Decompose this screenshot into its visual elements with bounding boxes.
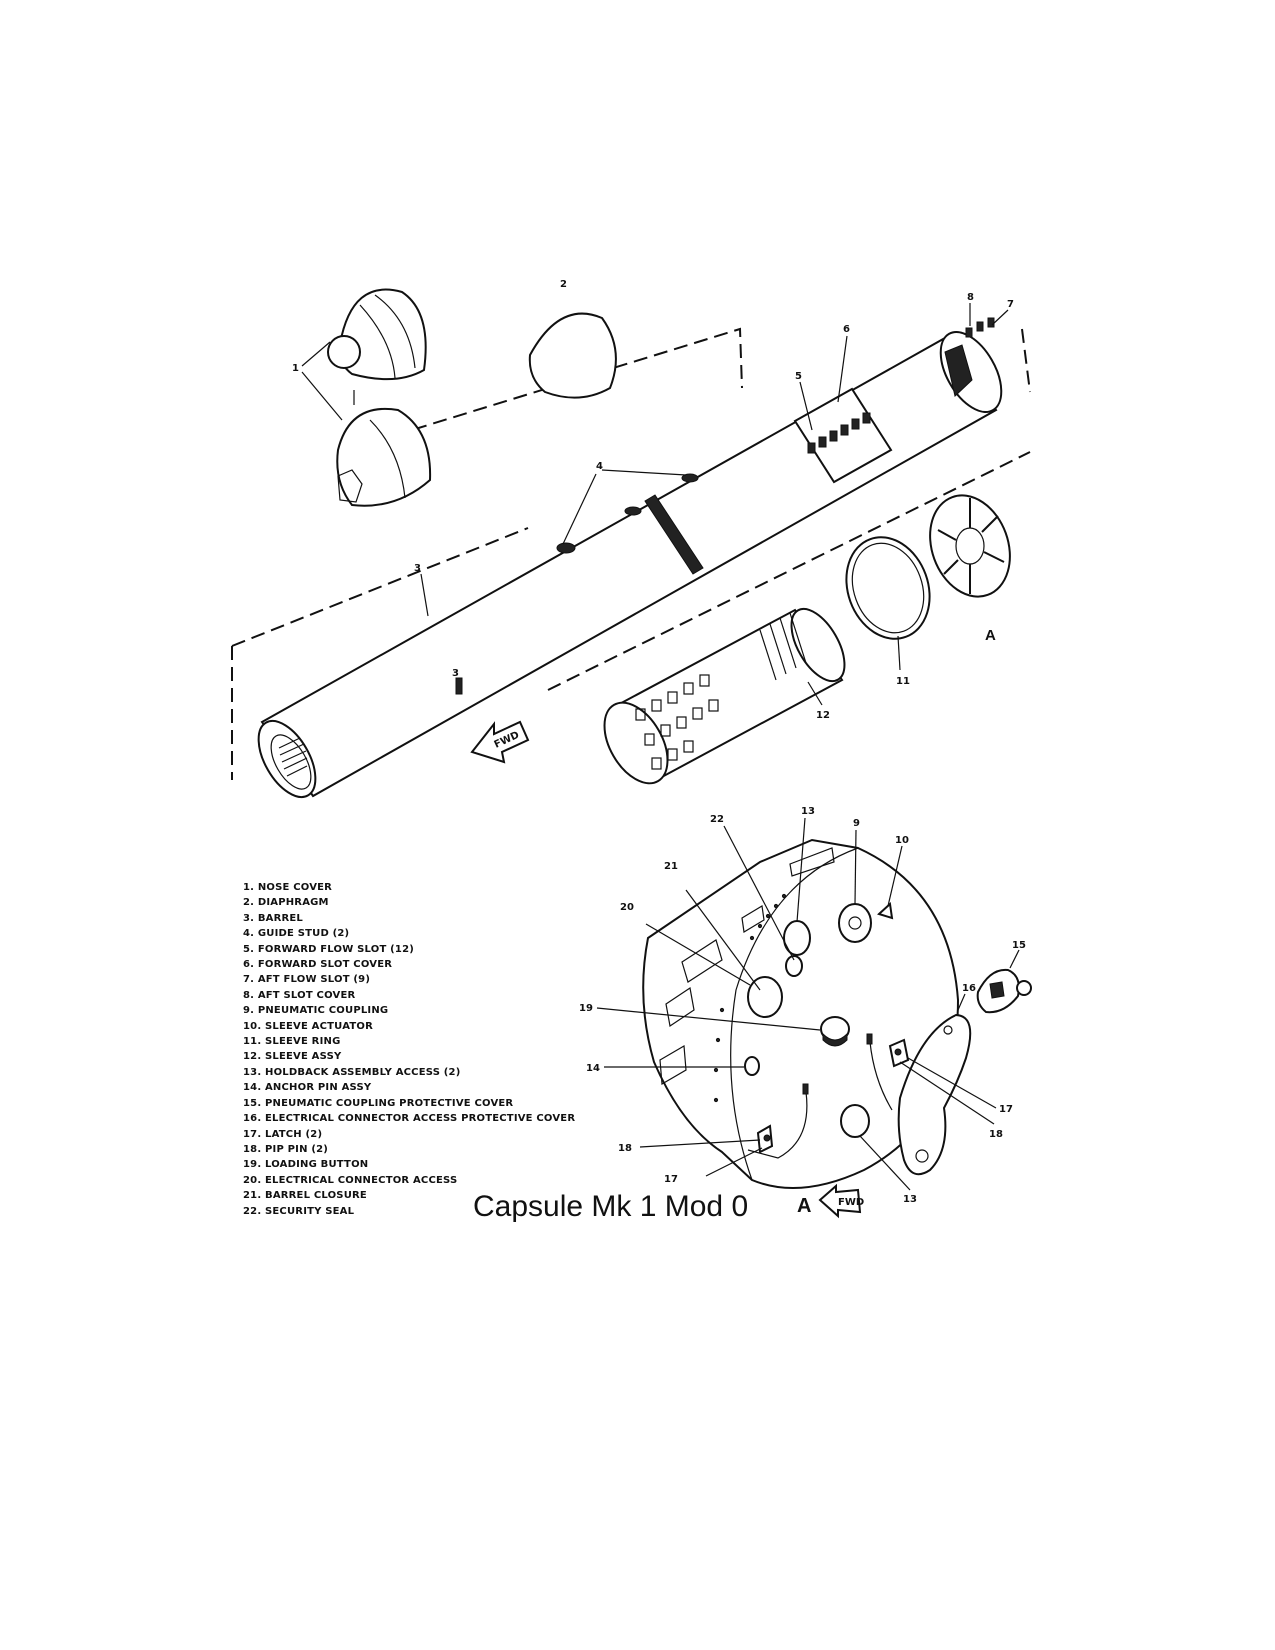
callout-13-lower: 13 — [903, 1194, 917, 1205]
callout-8: 8 — [967, 292, 974, 303]
callout-9: 9 — [853, 818, 860, 829]
callout-5: 5 — [795, 371, 802, 382]
legend-item: 10. SLEEVE ACTUATOR — [243, 1020, 373, 1032]
legend-item: 20. ELECTRICAL CONNECTOR ACCESS — [243, 1174, 458, 1186]
callout-21: 21 — [664, 861, 678, 872]
legend-item: 2. DIAPHRAGM — [243, 897, 329, 909]
legend-item: 16. ELECTRICAL CONNECTOR ACCESS PROTECTI… — [243, 1113, 576, 1125]
legend-item: 15. PNEUMATIC COUPLING PROTECTIVE COVER — [243, 1097, 514, 1109]
lower-callouts: 22 13 9 10 21 20 19 14 15 16 17 18 18 17… — [579, 806, 1026, 1205]
legend-item: 11. SLEEVE RING — [243, 1036, 341, 1048]
assembly-guide-lines — [231, 327, 1031, 780]
forward-direction-arrow — [470, 720, 530, 764]
legend-item: 6. FORWARD SLOT COVER — [243, 959, 393, 971]
callout-4: 4 — [596, 461, 603, 472]
legend-item: 19. LOADING BUTTON — [243, 1159, 369, 1171]
callout-20: 20 — [620, 902, 634, 913]
callout-18-left: 18 — [618, 1143, 632, 1154]
callout-14: 14 — [586, 1063, 600, 1074]
holdback-access-lower — [840, 1104, 870, 1138]
diaphragm — [528, 312, 617, 399]
view-a-fwd-label: FWD — [838, 1197, 864, 1208]
legend-item: 7. AFT FLOW SLOT (9) — [243, 974, 371, 986]
legend-item: 22. SECURITY SEAL — [243, 1205, 355, 1217]
sleeve-hatching — [759, 612, 807, 681]
callout-10: 10 — [895, 835, 909, 846]
legend-item: 8. AFT SLOT COVER — [243, 989, 356, 1001]
barrel-closure — [642, 838, 960, 1189]
anchor-pin-assy — [744, 1056, 760, 1076]
callout-19: 19 — [579, 1003, 593, 1014]
pneumatic-coupling-protective-cover — [976, 968, 1032, 1014]
electrical-connector-access — [747, 976, 783, 1018]
callout-7: 7 — [1007, 299, 1014, 310]
legend-item: 17. LATCH (2) — [243, 1128, 323, 1140]
latch-upper — [888, 1038, 910, 1068]
legend-item: 1. NOSE COVER — [243, 882, 333, 893]
callout-16: 16 — [962, 983, 976, 994]
legend-item: 14. ANCHOR PIN ASSY — [243, 1082, 372, 1094]
callout-3: 3 — [414, 563, 421, 574]
legend-item: 5. FORWARD FLOW SLOT (12) — [243, 943, 415, 955]
callout-17-right: 17 — [999, 1104, 1013, 1115]
callout-18-right: 18 — [989, 1129, 1003, 1140]
sleeve-assembly — [603, 607, 846, 785]
upper-callouts: 1 2 3 3 4 5 6 7 8 11 12 A — [292, 279, 1014, 721]
sleeve-actuator-wheel — [929, 494, 1011, 598]
legend-item: 13. HOLDBACK ASSEMBLY ACCESS (2) — [243, 1066, 461, 1078]
parts-legend: 1. NOSE COVER 2. DIAPHRAGM 3. BARREL 4. … — [243, 880, 575, 1219]
callout-12: 12 — [816, 710, 830, 721]
forward-flow-slots — [807, 412, 871, 454]
sleeve-ring — [845, 536, 931, 640]
callout-2: 2 — [560, 279, 567, 290]
callout-3-barrel-marker: 3 — [452, 668, 459, 679]
view-a-fwd-arrow — [818, 1183, 862, 1219]
electrical-connector-protective-cover — [897, 1013, 972, 1176]
callout-13-upper: 13 — [801, 806, 815, 817]
figure-caption: Capsule Mk 1 Mod 0 — [473, 1190, 749, 1223]
legend-item: 3. BARREL — [243, 912, 304, 924]
nose-cover-upper — [327, 288, 427, 381]
callout-6: 6 — [843, 324, 850, 335]
callout-15: 15 — [1012, 940, 1026, 951]
legend-item: 4. GUIDE STUD (2) — [243, 928, 350, 940]
pneumatic-coupling — [838, 903, 872, 943]
callout-view-a: A — [985, 627, 996, 644]
upper-leader-lines — [301, 303, 1009, 706]
holdback-access-upper — [783, 920, 811, 956]
callout-22: 22 — [710, 814, 724, 825]
callout-17-left: 17 — [664, 1174, 678, 1185]
legend-item: 18. PIP PIN (2) — [243, 1143, 329, 1155]
legend-item: 9. PNEUMATIC COUPLING — [243, 1005, 389, 1017]
callout-1: 1 — [292, 363, 299, 374]
barrel — [257, 317, 1003, 798]
view-a-label: A — [797, 1195, 812, 1217]
sleeve-actuator — [877, 901, 894, 920]
legend-item: 21. BARREL CLOSURE — [243, 1190, 367, 1202]
legend-item: 12. SLEEVE ASSY — [243, 1051, 342, 1063]
security-seal — [785, 955, 803, 977]
latch-lower — [756, 1124, 774, 1154]
lower-leader-lines — [596, 817, 1020, 1191]
callout-11: 11 — [896, 676, 910, 687]
nose-cover-lower — [336, 390, 432, 507]
sleeve-slots — [635, 674, 719, 770]
barrel-end-hatching — [278, 737, 308, 777]
